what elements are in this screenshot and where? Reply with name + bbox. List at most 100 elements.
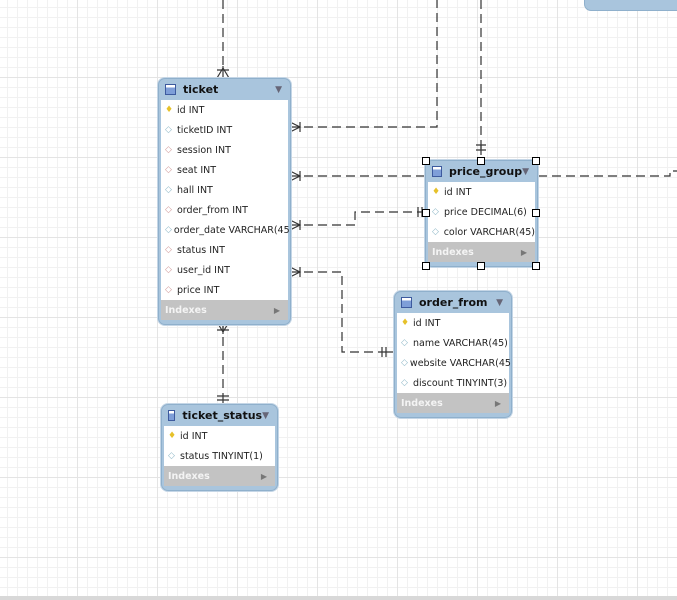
column-row[interactable]: ◇ user_id INT bbox=[161, 260, 288, 280]
column-row[interactable]: ◇ seat INT bbox=[161, 160, 288, 180]
column-text: seat INT bbox=[177, 164, 217, 176]
column-row[interactable]: ◇price DECIMAL(6) bbox=[428, 202, 535, 222]
column-icon: ◇ bbox=[165, 125, 172, 135]
column-text: website VARCHAR(45) bbox=[409, 357, 512, 369]
collapse-icon[interactable]: ▼ bbox=[262, 410, 269, 421]
indexes-label: Indexes bbox=[165, 304, 207, 316]
offscreen-table[interactable] bbox=[584, 0, 677, 11]
resize-handle[interactable] bbox=[532, 209, 540, 217]
expand-icon: ▶ bbox=[260, 471, 267, 481]
column-row[interactable]: ◇ price INT bbox=[161, 280, 288, 300]
column-icon: ◇ bbox=[165, 225, 172, 235]
rel-ticket-orderfrom bbox=[290, 271, 380, 353]
rel-ticket-price2 bbox=[290, 211, 418, 226]
indexes-label: Indexes bbox=[168, 470, 210, 482]
column-text: order_date VARCHAR(45) bbox=[173, 224, 291, 236]
expand-icon: ▶ bbox=[520, 247, 527, 257]
indexes-label: Indexes bbox=[401, 397, 443, 409]
indexes-section[interactable]: Indexes▶ bbox=[397, 393, 509, 413]
resize-handle[interactable] bbox=[422, 209, 430, 217]
column-text: hall INT bbox=[177, 184, 213, 196]
column-text: price INT bbox=[177, 284, 220, 296]
column-row[interactable]: ♦id INT bbox=[161, 100, 288, 120]
column-text: status TINYINT(1) bbox=[180, 450, 263, 462]
column-row[interactable]: ◇ ticketID INT bbox=[161, 120, 288, 140]
resize-handle[interactable] bbox=[422, 157, 430, 165]
column-text: status INT bbox=[177, 244, 225, 256]
table-icon bbox=[401, 297, 412, 308]
column-text: id INT bbox=[180, 430, 208, 442]
column-text: ticketID INT bbox=[177, 124, 233, 136]
column-row[interactable]: ♦id INT bbox=[428, 182, 535, 202]
foreign-key-icon: ◇ bbox=[165, 165, 172, 175]
column-text: id INT bbox=[413, 317, 441, 329]
column-row[interactable]: ◇ name VARCHAR(45) bbox=[397, 333, 509, 353]
foreign-key-icon: ◇ bbox=[165, 245, 172, 255]
column-text: session INT bbox=[177, 144, 231, 156]
column-text: id INT bbox=[177, 104, 205, 116]
table-name: ticket_status bbox=[182, 409, 263, 422]
table-ticket-status[interactable]: ticket_status▼ ♦id INT ◇ status TINYINT(1… bbox=[161, 404, 278, 491]
column-text: color VARCHAR(45) bbox=[443, 226, 535, 238]
column-row[interactable]: ♦id INT bbox=[164, 426, 275, 446]
horizontal-scrollbar[interactable] bbox=[0, 596, 677, 600]
column-icon: ◇ bbox=[401, 338, 408, 348]
indexes-section[interactable]: Indexes ▶ bbox=[161, 300, 288, 320]
table-header[interactable]: ticket_status▼ bbox=[162, 405, 277, 426]
column-row[interactable]: ◇website VARCHAR(45) bbox=[397, 353, 512, 373]
table-header[interactable]: price_group▼ bbox=[426, 161, 537, 182]
table-name: order_from bbox=[419, 296, 488, 309]
indexes-section[interactable]: Indexes ▶ bbox=[428, 242, 535, 262]
indexes-label: Indexes bbox=[432, 246, 474, 258]
foreign-key-icon: ◇ bbox=[165, 205, 172, 215]
column-text: id INT bbox=[444, 186, 472, 198]
table-name: ticket bbox=[183, 83, 219, 96]
key-icon: ♦ bbox=[168, 431, 177, 441]
key-icon: ♦ bbox=[432, 187, 441, 197]
resize-handle[interactable] bbox=[477, 262, 485, 270]
column-row[interactable]: ◇ status INT bbox=[161, 240, 288, 260]
key-icon: ♦ bbox=[401, 318, 410, 328]
column-icon: ◇ bbox=[168, 451, 175, 461]
column-row[interactable]: ◇ discount TINYINT(3) bbox=[397, 373, 509, 393]
column-text: name VARCHAR(45) bbox=[413, 337, 508, 349]
table-header[interactable]: order_from ▼ bbox=[395, 292, 511, 313]
table-icon bbox=[432, 166, 442, 177]
collapse-icon[interactable]: ▼ bbox=[275, 84, 282, 95]
indexes-section[interactable]: Indexes ▶ bbox=[164, 466, 275, 486]
column-icon: ◇ bbox=[401, 378, 408, 388]
table-price-group[interactable]: price_group▼ ♦id INT ◇price DECIMAL(6) ◇… bbox=[425, 160, 538, 267]
resize-handle[interactable] bbox=[422, 262, 430, 270]
resize-handle[interactable] bbox=[477, 157, 485, 165]
column-row[interactable]: ◇order_date VARCHAR(45) bbox=[161, 220, 291, 240]
foreign-key-icon: ◇ bbox=[165, 145, 172, 155]
table-icon bbox=[165, 84, 176, 95]
table-name: price_group bbox=[448, 165, 523, 178]
column-icon: ◇ bbox=[165, 185, 172, 195]
rel-ticket-top2 bbox=[290, 0, 438, 128]
rel-price-right bbox=[538, 170, 677, 177]
table-icon bbox=[168, 410, 176, 421]
table-ticket[interactable]: ticket ▼ ♦id INT ◇ ticketID INT ◇ session I… bbox=[158, 78, 291, 325]
column-row[interactable]: ◇ color VARCHAR(45) bbox=[428, 222, 535, 242]
foreign-key-icon: ◇ bbox=[165, 265, 172, 275]
column-row[interactable]: ♦id INT bbox=[397, 313, 509, 333]
column-text: discount TINYINT(3) bbox=[413, 377, 508, 389]
collapse-icon[interactable]: ▼ bbox=[522, 166, 529, 177]
key-icon: ♦ bbox=[165, 105, 174, 115]
column-text: user_id INT bbox=[177, 264, 230, 276]
collapse-icon[interactable]: ▼ bbox=[496, 297, 503, 308]
column-row[interactable]: ◇ session INT bbox=[161, 140, 288, 160]
column-row[interactable]: ◇ hall INT bbox=[161, 180, 288, 200]
column-row[interactable]: ◇order_from INT bbox=[161, 200, 288, 220]
table-header[interactable]: ticket ▼ bbox=[159, 79, 290, 100]
column-row[interactable]: ◇ status TINYINT(1) bbox=[164, 446, 275, 466]
resize-handle[interactable] bbox=[532, 157, 540, 165]
column-icon: ◇ bbox=[401, 358, 408, 368]
expand-icon: ▶ bbox=[273, 305, 280, 315]
resize-handle[interactable] bbox=[532, 262, 540, 270]
table-order-from[interactable]: order_from ▼ ♦id INT ◇ name VARCHAR(45) ◇w… bbox=[394, 291, 512, 418]
foreign-key-icon: ◇ bbox=[165, 285, 172, 295]
column-icon: ◇ bbox=[432, 227, 439, 237]
